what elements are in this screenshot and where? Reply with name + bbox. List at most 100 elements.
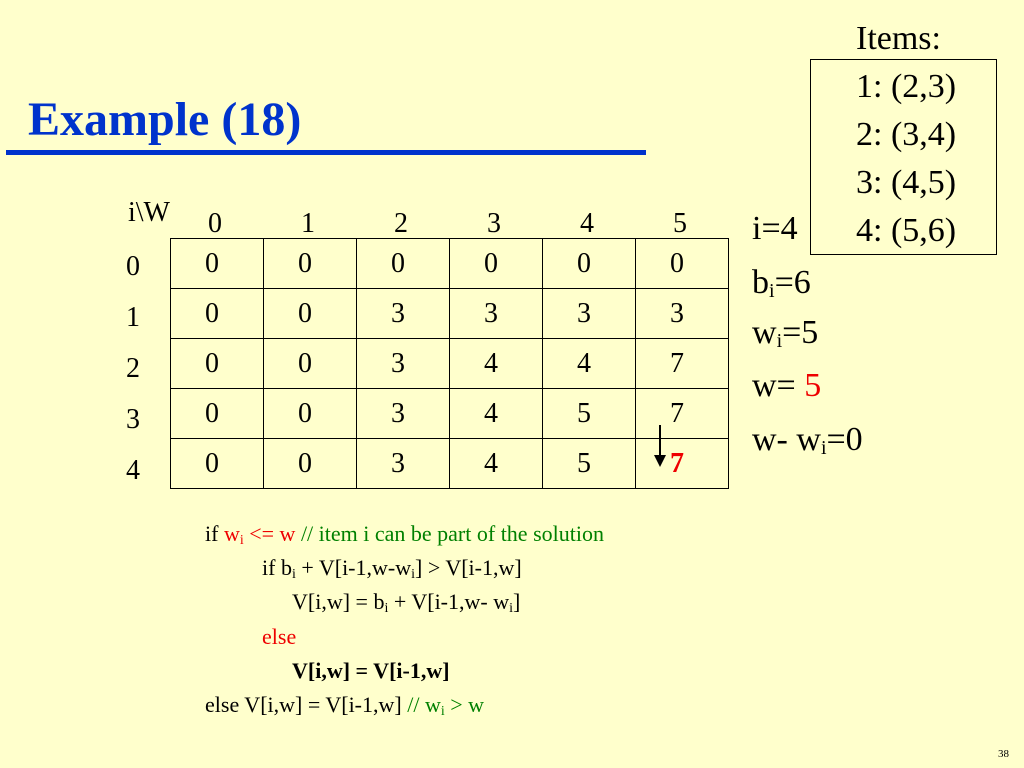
table-cell: 3: [635, 288, 729, 339]
table-cell: 7: [635, 338, 729, 389]
cell-value: 5: [577, 447, 591, 479]
cell-value: 0: [577, 247, 591, 279]
items-label: Items:: [856, 20, 941, 57]
table-cell: 0: [263, 388, 357, 439]
table-corner-label: i\W: [128, 197, 170, 228]
code-line-3: V[i,w] = bi + V[i-1,w- wi]: [292, 589, 521, 616]
table-cell: 5: [542, 438, 636, 489]
var-w: w= 5: [752, 367, 822, 404]
column-header: 4: [580, 208, 594, 239]
table-cell: 3: [542, 288, 636, 339]
table-cell: 0: [170, 238, 264, 289]
var-wi: wi=5: [752, 314, 819, 352]
dp-table: 0 0 0 0 0 0 0 0 3 3 3 3 0 0 3 4 4 7 0 0 3 4 5 7 0 0 3 4 5 7: [170, 238, 729, 489]
cell-value: 7: [670, 397, 684, 429]
cell-value: 4: [484, 347, 498, 379]
cell-value: 4: [484, 397, 498, 429]
column-header: 3: [487, 208, 501, 239]
row-header: 1: [126, 302, 140, 333]
cell-value: 7: [670, 347, 684, 379]
cell-value: 3: [484, 297, 498, 329]
column-header: 2: [394, 208, 408, 239]
down-arrow-icon: [654, 425, 666, 467]
table-cell: 3: [356, 438, 450, 489]
page-number: 38: [998, 748, 1009, 760]
item-3: 3: (4,5): [856, 164, 957, 201]
row-header: 4: [126, 455, 140, 486]
cell-value: 0: [298, 297, 312, 329]
table-row: 0 0 3 4 5 7: [170, 388, 729, 439]
table-cell: 3: [449, 288, 543, 339]
table-row: 0 0 3 4 4 7: [170, 338, 729, 389]
table-cell: 0: [356, 238, 450, 289]
code-line-1: if wi <= w // item i can be part of the …: [205, 521, 604, 548]
slide-title: Example (18): [28, 93, 302, 146]
cell-value: 3: [670, 297, 684, 329]
table-cell: 3: [356, 338, 450, 389]
table-cell: 3: [356, 288, 450, 339]
table-cell: 4: [449, 388, 543, 439]
table-cell: 0: [263, 338, 357, 389]
var-w-minus-wi: w- wi=0: [752, 421, 863, 459]
code-line-5: V[i,w] = V[i-1,w]: [292, 658, 450, 683]
code-line-4: else: [262, 624, 297, 649]
code-line-6: else V[i,w] = V[i-1,w] // wi > w: [205, 692, 485, 719]
cell-value: 5: [577, 397, 591, 429]
row-header: 0: [126, 251, 140, 282]
title-underline: [6, 150, 646, 155]
cell-value: 0: [391, 247, 405, 279]
cell-value: 3: [391, 397, 405, 429]
table-cell: 0: [263, 238, 357, 289]
code-line-2: if bi + V[i-1,w-wi] > V[i-1,w]: [262, 555, 522, 582]
item-4: 4: (5,6): [856, 212, 957, 249]
table-row: 0 0 3 4 5 7: [170, 438, 729, 489]
cell-value: 7: [670, 447, 684, 479]
cell-value: 0: [484, 247, 498, 279]
item-1: 1: (2,3): [856, 68, 957, 105]
row-header: 3: [126, 404, 140, 435]
table-cell: 4: [449, 438, 543, 489]
table-cell: 0: [170, 288, 264, 339]
cell-value: 0: [205, 447, 219, 479]
table-cell: 5: [542, 388, 636, 439]
cell-value: 0: [670, 247, 684, 279]
item-2: 2: (3,4): [856, 116, 957, 153]
cell-value: 3: [391, 347, 405, 379]
var-i: i=4: [752, 210, 798, 247]
cell-value: 0: [298, 347, 312, 379]
table-cell: 4: [542, 338, 636, 389]
table-cell: 0: [170, 438, 264, 489]
table-cell: 3: [356, 388, 450, 439]
table-cell: 0: [170, 388, 264, 439]
var-w-value: 5: [804, 367, 822, 404]
cell-value: 4: [577, 347, 591, 379]
table-cell: 0: [263, 438, 357, 489]
cell-value: 0: [205, 347, 219, 379]
cell-value: 4: [484, 447, 498, 479]
table-cell: 7: [635, 438, 729, 489]
cell-value: 0: [205, 247, 219, 279]
cell-value: 3: [577, 297, 591, 329]
table-row: 0 0 0 0 0 0: [170, 238, 729, 289]
table-cell: 0: [542, 238, 636, 289]
table-cell: 0: [635, 238, 729, 289]
cell-value: 0: [298, 397, 312, 429]
column-header: 1: [301, 208, 315, 239]
row-header: 2: [126, 353, 140, 384]
cell-value: 0: [205, 397, 219, 429]
cell-value: 0: [298, 247, 312, 279]
table-cell: 0: [263, 288, 357, 339]
column-header: 0: [208, 208, 222, 239]
column-header: 5: [673, 208, 687, 239]
cell-value: 0: [205, 297, 219, 329]
table-cell: 0: [449, 238, 543, 289]
table-cell: 4: [449, 338, 543, 389]
items-box: [810, 59, 997, 255]
cell-value: 3: [391, 297, 405, 329]
var-bi: bi=6: [752, 264, 811, 302]
cell-value: 3: [391, 447, 405, 479]
table-row: 0 0 3 3 3 3: [170, 288, 729, 339]
table-cell: 7: [635, 388, 729, 439]
table-cell: 0: [170, 338, 264, 389]
cell-value: 0: [298, 447, 312, 479]
